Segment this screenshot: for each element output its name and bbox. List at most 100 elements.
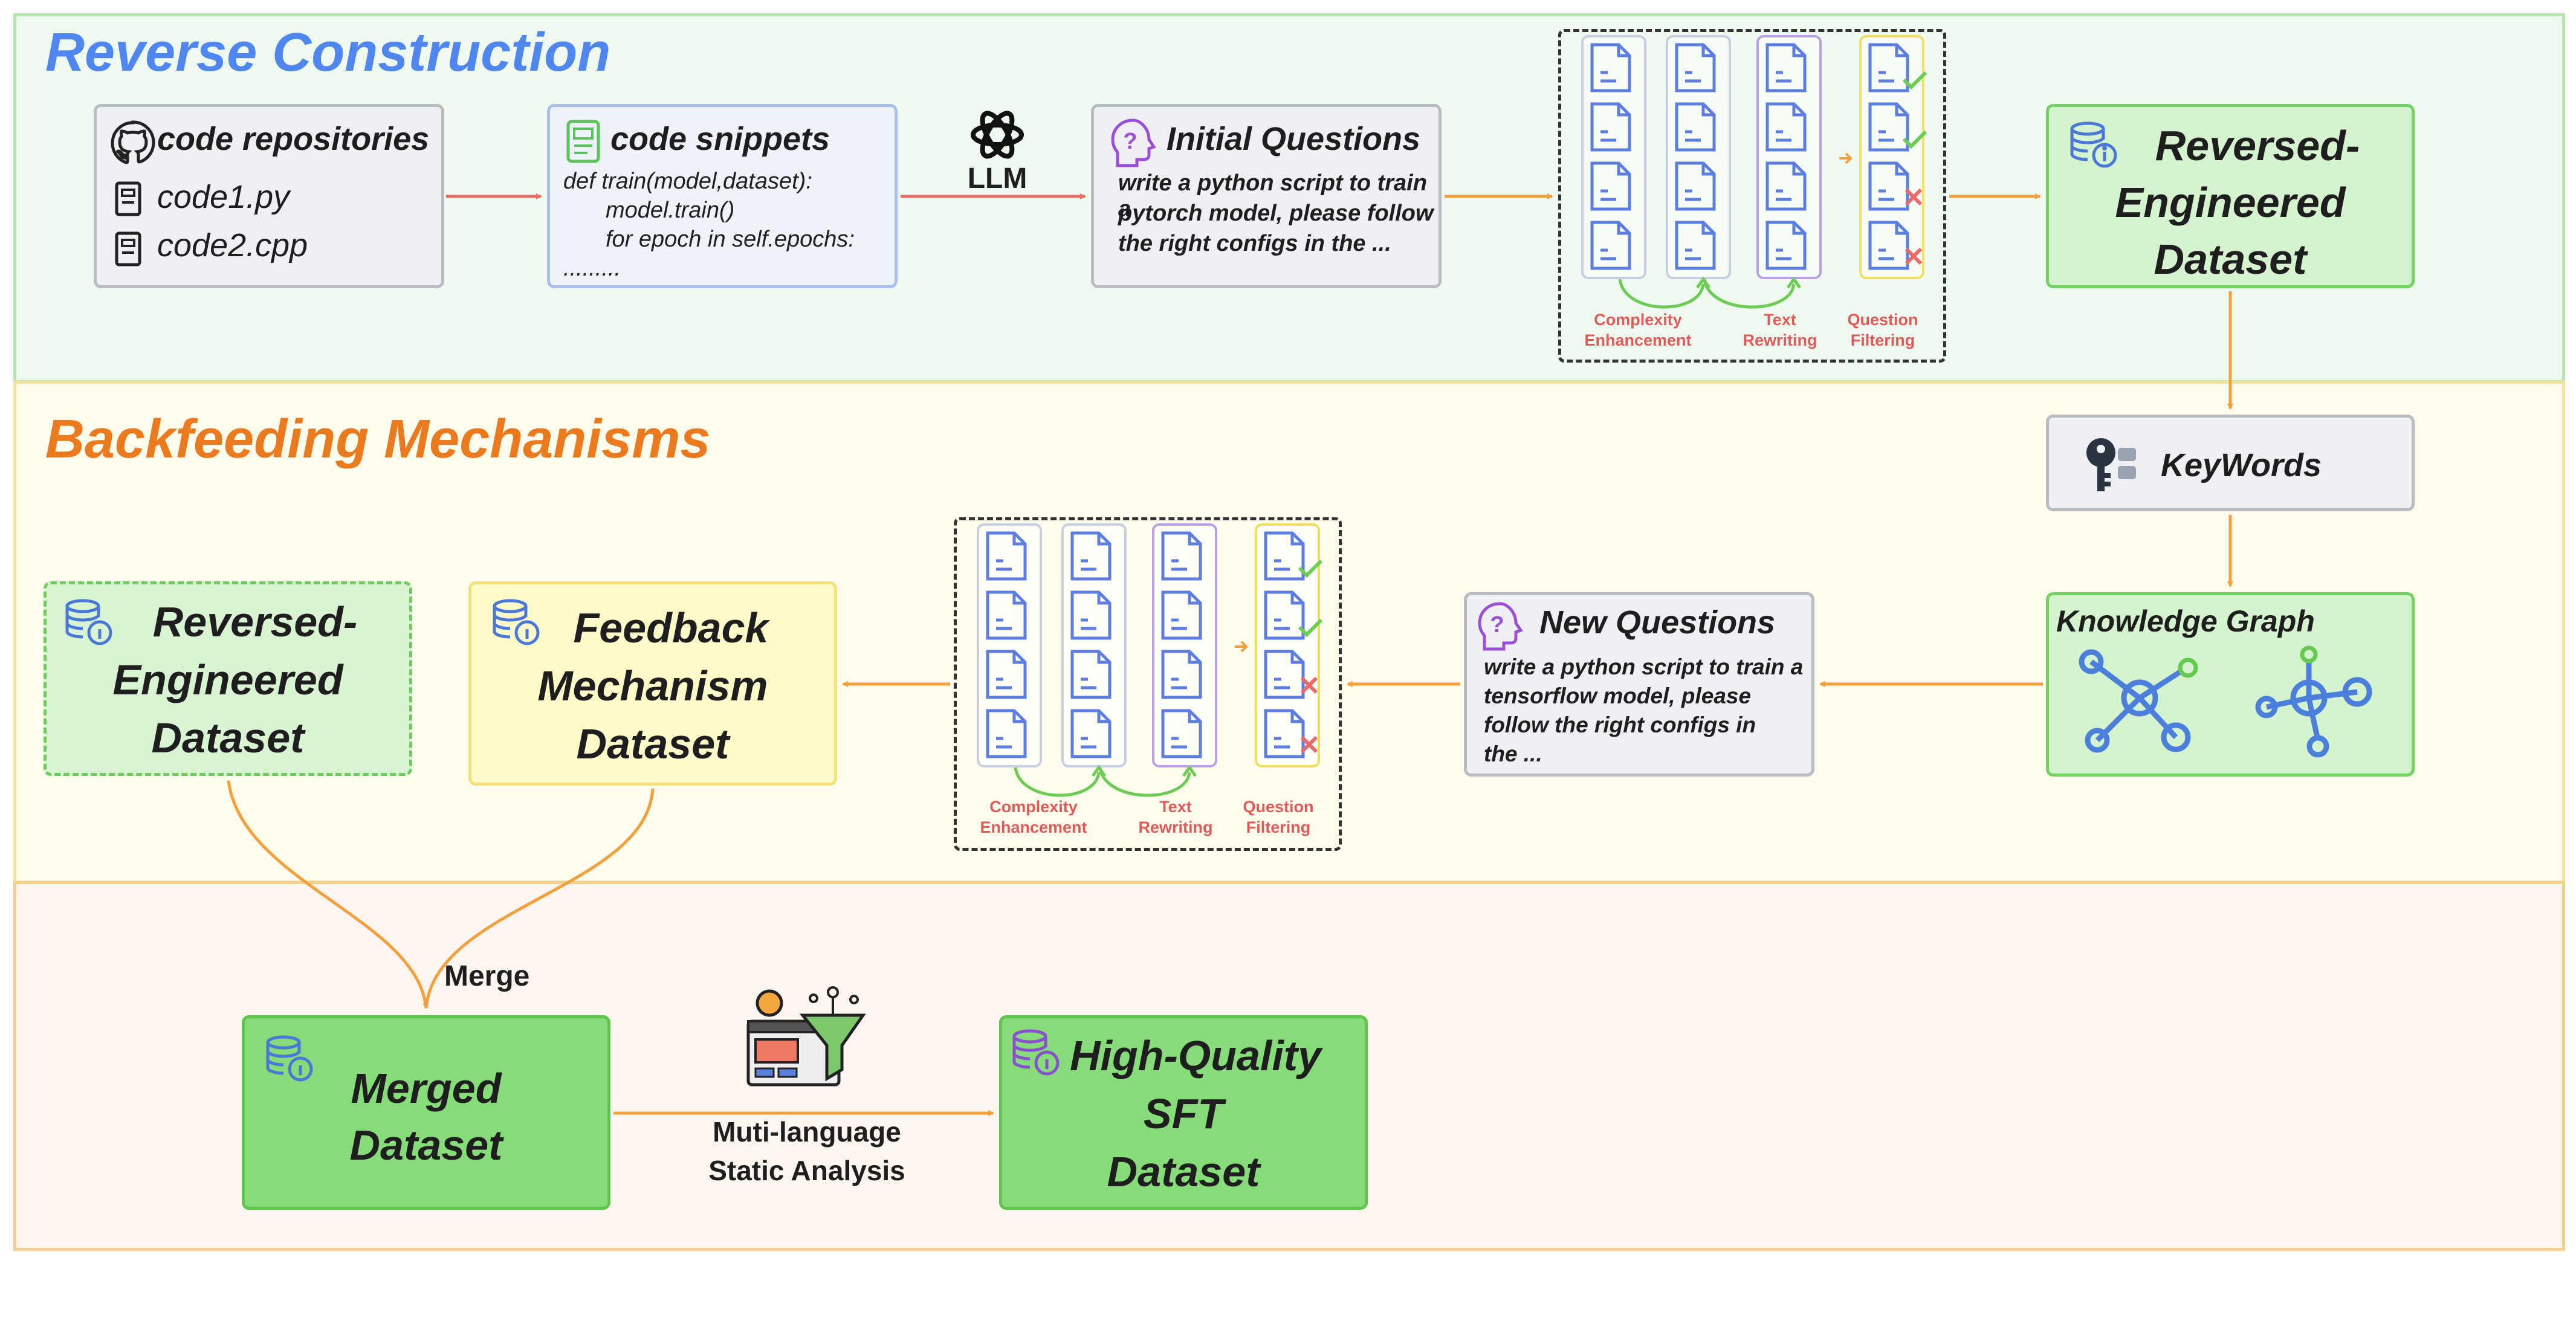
curve-feedback-to-merge — [424, 788, 655, 1009]
cross-icon — [1300, 735, 1318, 754]
pipeline-column — [1666, 35, 1731, 279]
reversed-top-line-3: Dataset — [2154, 236, 2307, 283]
green-arrow-head — [1786, 276, 1802, 289]
feedback-line-1: Feedback — [573, 604, 769, 651]
new-q-text-3: follow the right configs in — [1484, 712, 1756, 737]
complexity-label-mid: Complexity Enhancement — [967, 796, 1100, 838]
document-icon — [1590, 102, 1631, 152]
filtering-line-1: Question — [1847, 311, 1918, 329]
filtering-line-2: Filtering — [1850, 331, 1915, 349]
cross-icon — [1904, 247, 1923, 265]
document-icon — [1070, 650, 1112, 699]
document-icon — [1765, 161, 1807, 211]
hq-line-1: High-Quality — [1069, 1032, 1322, 1079]
new-q-text-2: tensorflow model, please — [1484, 683, 1752, 708]
complexity-line-1: Complexity — [1594, 311, 1682, 329]
rewriting-label-mid: Text Rewriting — [1124, 796, 1227, 838]
merged-dataset-box: Merged Dataset — [242, 1015, 610, 1210]
pipeline-column — [1255, 523, 1320, 767]
initial-text-3: the right configs in the ... — [1118, 231, 1391, 256]
document-icon — [1868, 102, 1909, 152]
reversed-dataset-backfeed-box: Reversed- Engineered Dataset — [44, 581, 412, 776]
key-icon — [2086, 438, 2136, 491]
code-repositories-box: code repositories code1.py code2.cpp — [94, 104, 444, 288]
document-icon — [1675, 43, 1716, 92]
rewriting-line-2: Rewriting — [1138, 818, 1213, 836]
rewriting-line-1: Text — [1159, 798, 1192, 816]
reversed-top-line-2: Engineered — [2115, 179, 2346, 226]
document-icon — [1070, 531, 1112, 581]
analysis-line-2: Static Analysis — [708, 1155, 905, 1186]
merge-label: Merge — [444, 960, 530, 992]
database-icon — [493, 599, 540, 645]
filtering-line-1: Question — [1243, 798, 1314, 816]
svg-text:?: ? — [1490, 612, 1504, 638]
new-questions-title: New Questions — [1539, 604, 1776, 641]
reverse-construction-title: Reverse Construction — [45, 22, 611, 83]
rewriting-line-2: Rewriting — [1743, 331, 1817, 349]
complexity-line-1: Complexity — [989, 798, 1078, 816]
document-icon — [1161, 590, 1202, 640]
document-icon — [1765, 43, 1807, 92]
reversed-mid-line-2: Engineered — [112, 656, 343, 703]
green-arrow-head — [1695, 276, 1711, 289]
question-head-icon: ? — [1111, 118, 1156, 167]
snippet-line-1: def train(model,dataset): — [563, 169, 812, 194]
github-icon — [111, 120, 155, 164]
feedback-line-2: Mechanism — [537, 662, 768, 709]
reversed-dataset-top-box: Reversed- Engineered Dataset — [2046, 104, 2415, 288]
document-icon — [1161, 650, 1202, 699]
document-icon — [986, 590, 1027, 640]
analysis-line-1: Muti-language — [713, 1116, 901, 1148]
rewriting-line-1: Text — [1764, 311, 1796, 329]
pipeline-frame-middle — [954, 517, 1342, 851]
analysis-funnel-icon — [746, 986, 866, 1087]
merged-line-1: Merged — [351, 1065, 502, 1112]
reversed-mid-line-1: Reversed- — [152, 598, 358, 645]
new-questions-box: ? New Questions write a python script to… — [1464, 592, 1814, 777]
knowledge-graph-title: Knowledge Graph — [2056, 604, 2315, 638]
graph-icon — [2079, 645, 2372, 758]
pipeline-graphic — [1581, 35, 1927, 309]
initial-text-1: write a python script to train a — [1118, 170, 1427, 222]
document-icon — [1161, 709, 1202, 758]
initial-questions-box: ? Initial Questions write a python scrip… — [1091, 104, 1442, 288]
pipeline-column — [1152, 523, 1217, 767]
document-icon — [1868, 43, 1909, 92]
feedback-dataset-box: Feedback Mechanism Dataset — [468, 581, 837, 786]
green-curve-arrow — [1703, 279, 1796, 309]
hq-line-3: Dataset — [1107, 1148, 1260, 1195]
file-icon — [115, 231, 141, 266]
pipeline-column — [977, 523, 1042, 767]
code-snippets-title: code snippets — [610, 121, 830, 157]
pipeline-column — [1581, 35, 1646, 279]
backfeeding-title: Backfeeding Mechanisms — [45, 409, 711, 470]
document-icon — [1675, 221, 1716, 270]
keywords-label: KeyWords — [2161, 447, 2322, 483]
merged-line-2: Dataset — [349, 1122, 503, 1169]
document-icon — [1590, 43, 1631, 92]
curve-reversed-to-merge — [227, 780, 429, 1009]
document-icon — [986, 650, 1027, 699]
pipeline-frame-top — [1558, 29, 1946, 363]
svg-text:?: ? — [1123, 129, 1137, 154]
reversed-mid-line-3: Dataset — [151, 714, 305, 761]
filtering-label-mid: Question Filtering — [1230, 796, 1327, 838]
document-icon — [986, 531, 1027, 581]
small-arrow — [1839, 152, 1853, 164]
document-icon — [1070, 590, 1112, 640]
repo-file-1: code1.py — [157, 179, 290, 215]
green-arrow-head — [1091, 764, 1107, 777]
pipeline-column — [1061, 523, 1127, 767]
hq-line-2: SFT — [1143, 1090, 1224, 1137]
document-icon — [1675, 161, 1716, 211]
check-icon — [1902, 130, 1927, 149]
check-icon — [1298, 618, 1323, 638]
filtering-label-top: Question Filtering — [1834, 309, 1931, 350]
filtering-line-2: Filtering — [1246, 818, 1311, 836]
initial-text-2: pytorch model, please follow — [1118, 201, 1434, 226]
document-icon — [1161, 531, 1202, 581]
green-curve-arrow — [1014, 767, 1101, 797]
cross-icon — [1300, 676, 1318, 694]
initial-questions-title: Initial Questions — [1167, 121, 1421, 157]
